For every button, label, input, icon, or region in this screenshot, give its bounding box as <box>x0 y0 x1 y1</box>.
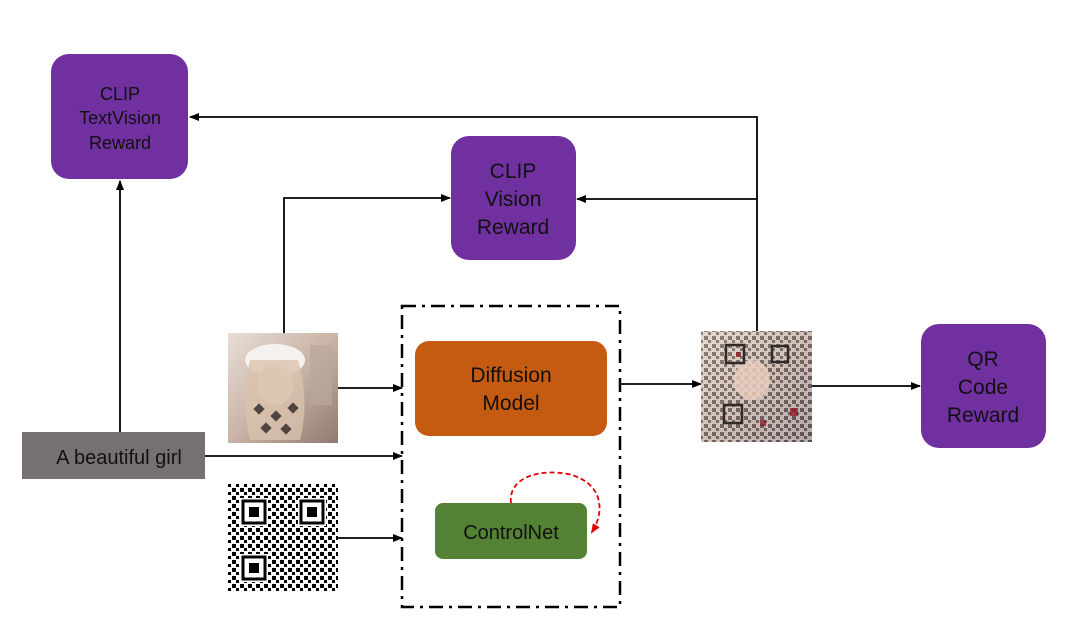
qr-reward-line3: Reward <box>947 404 1019 427</box>
clip-textvision-line3: Reward <box>89 133 151 153</box>
controlnet-node: ControlNet <box>435 503 587 559</box>
connectors <box>116 113 921 542</box>
output-qr-girl-image <box>701 331 812 442</box>
qr-code-image <box>228 484 338 592</box>
qr-reward-line1: QR <box>967 348 999 371</box>
diffusion-line1: Diffusion <box>470 364 551 387</box>
arrow-output-to-textvision <box>189 113 758 331</box>
clip-vision-line2: Vision <box>485 188 542 211</box>
controlnet-label: ControlNet <box>463 522 559 544</box>
clip-vision-reward-node: CLIP Vision Reward <box>451 136 576 260</box>
arrow-input-to-vision <box>283 194 451 333</box>
input-girl-image <box>228 333 338 443</box>
qr-reward-line2: Code <box>958 376 1008 399</box>
clip-vision-line1: CLIP <box>490 160 537 183</box>
clip-textvision-line2: TextVision <box>79 108 161 128</box>
prompt-label: A beautiful girl <box>56 447 182 469</box>
clip-vision-line3: Reward <box>477 216 549 239</box>
clip-textvision-reward-node: CLIP TextVision Reward <box>51 54 188 179</box>
diffusion-line2: Model <box>482 392 539 415</box>
controlnet-feedback-loop <box>510 471 601 534</box>
clip-textvision-line1: CLIP <box>100 84 140 104</box>
prompt-box: A beautiful girl <box>22 432 205 479</box>
model-container <box>400 304 622 609</box>
qr-code-reward-node: QR Code Reward <box>921 324 1046 448</box>
diffusion-model-node: Diffusion Model <box>415 341 607 436</box>
